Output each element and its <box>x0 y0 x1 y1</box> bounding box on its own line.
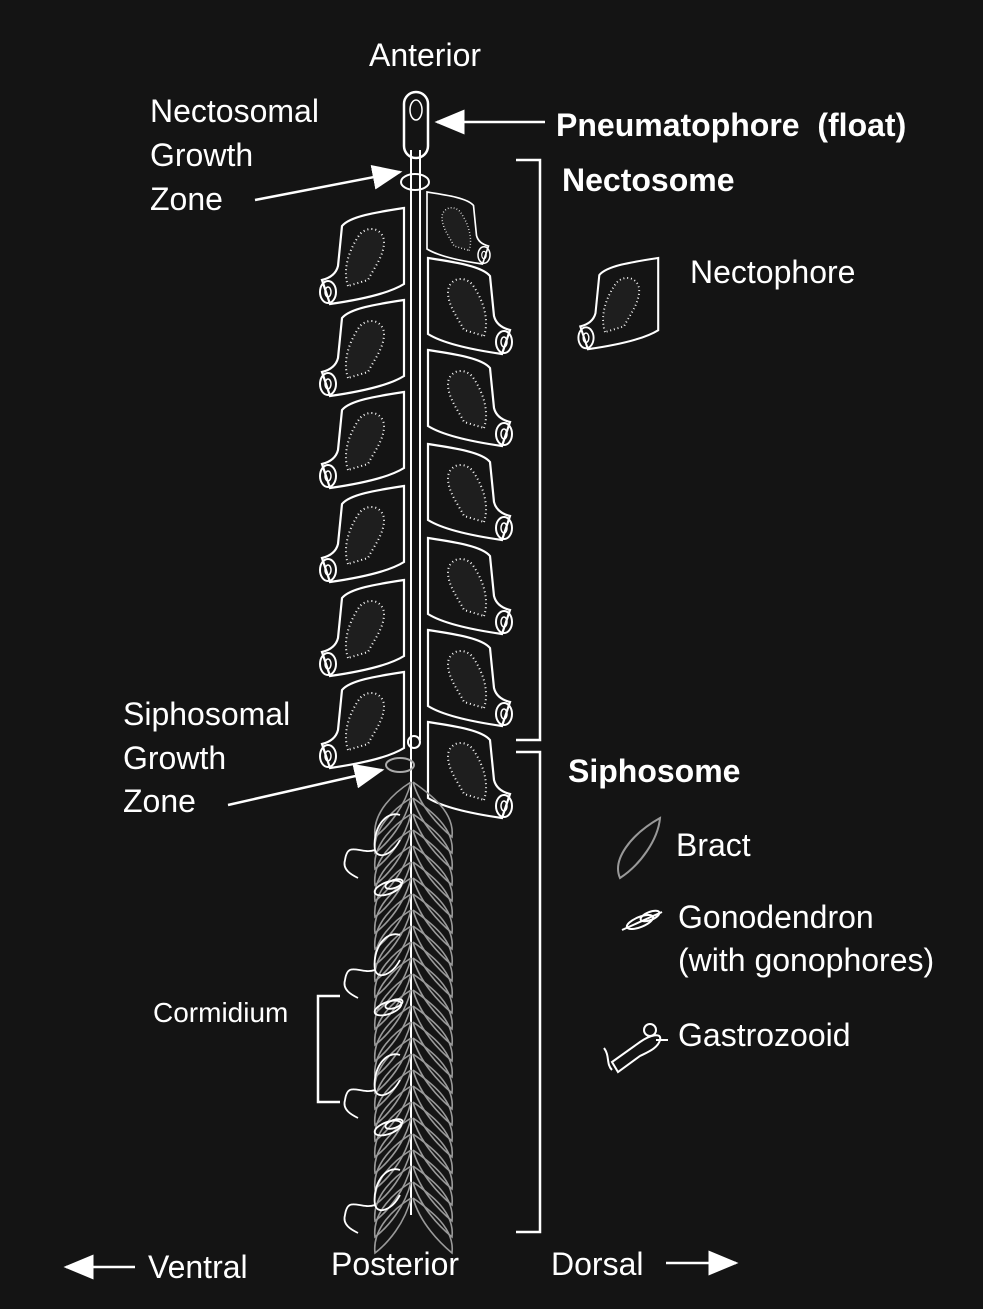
nectophore-icon <box>319 298 406 398</box>
siphosome-label: Siphosome <box>568 753 740 789</box>
siphosome-bracket <box>516 750 542 1234</box>
nectophore-icon <box>426 191 491 265</box>
gonodendron-label: Gonodendron <box>678 899 874 935</box>
gastrozooid-icon <box>343 1053 401 1119</box>
nectosome-label: Nectosome <box>562 162 735 198</box>
bract-icon <box>412 1181 453 1239</box>
ventral-label: Ventral <box>148 1249 248 1285</box>
bract-icon <box>412 973 453 1031</box>
bract-icon <box>412 845 453 903</box>
nectophore-icon <box>426 628 513 728</box>
bract-icon <box>412 861 453 919</box>
nectophore-icon <box>577 256 660 351</box>
bract-icon <box>412 1037 453 1095</box>
bract-icon <box>412 1117 453 1175</box>
nectosomal-zone-label-2: Growth <box>150 137 253 173</box>
bract-icon <box>412 1133 453 1191</box>
bract-icon <box>412 1085 453 1143</box>
bract-icon <box>412 1165 453 1223</box>
siphosome-group <box>343 781 453 1255</box>
bract-icon <box>412 925 453 983</box>
pneumatophore-icon <box>402 90 430 160</box>
bract-icon <box>412 1101 453 1159</box>
gonodendron-icon <box>373 878 404 897</box>
siphosomal-growth-zone-icon <box>385 735 421 773</box>
bract-icon <box>412 1021 453 1079</box>
nectophore-legend-icon <box>577 256 660 351</box>
bract-icon <box>412 877 453 935</box>
gastrozooid-legend-icon <box>603 1023 668 1074</box>
pneumatophore-label: Pneumatophore (float) <box>556 107 906 143</box>
nectophore-icon <box>426 442 513 542</box>
bract-icon <box>412 1069 453 1127</box>
nectophore-icon <box>319 206 406 306</box>
nectophore-icon <box>319 670 406 770</box>
siphosomal-zone-label-3: Zone <box>123 783 196 819</box>
bract-icon <box>412 1149 453 1207</box>
nectophore-icon <box>319 390 406 490</box>
gonodendron-legend-icon <box>621 909 663 931</box>
posterior-label: Posterior <box>331 1246 459 1282</box>
gastrozooid-icon <box>343 813 401 879</box>
bract-icon <box>412 957 453 1015</box>
bract-icon <box>412 1005 453 1063</box>
bract-legend-icon <box>617 816 662 880</box>
cormidium-bracket <box>316 994 340 1104</box>
nectosome-group <box>319 191 513 820</box>
nectophore-icon <box>319 578 406 678</box>
gonophores-label: (with gonophores) <box>678 942 934 978</box>
nectophore-icon <box>426 348 513 448</box>
gonodendron-icon <box>373 998 404 1017</box>
bract-icon <box>412 989 453 1047</box>
bract-icon <box>412 813 453 871</box>
nectosomal-growth-zone-icon <box>400 173 430 191</box>
bract-icon <box>412 1053 453 1111</box>
gastrozooid-icon <box>343 933 401 999</box>
gastrozooid-label: Gastrozooid <box>678 1017 851 1053</box>
cormidium-label: Cormidium <box>153 997 288 1028</box>
bract-icon <box>374 1197 412 1255</box>
nectosomal-zone-label-3: Zone <box>150 181 223 217</box>
stem <box>410 150 421 1215</box>
nectosome-bracket <box>516 158 542 742</box>
nectophore-icon <box>426 536 513 636</box>
nectosomal-zone-arrow <box>254 164 403 202</box>
bract-icon <box>412 797 453 855</box>
bract-icon <box>412 829 453 887</box>
nectophore-icon <box>319 484 406 584</box>
siphosomal-zone-label-1: Siphosomal <box>123 696 290 732</box>
nectophore-icon <box>426 256 513 356</box>
bract-icon <box>412 893 453 951</box>
bract-label: Bract <box>676 827 751 863</box>
bract-icon <box>412 781 453 839</box>
gonodendron-icon <box>373 1118 404 1137</box>
nectophore-label: Nectophore <box>690 254 855 290</box>
dorsal-label: Dorsal <box>551 1246 643 1282</box>
nectophore-icon <box>426 720 513 820</box>
bract-icon <box>412 1197 453 1255</box>
anterior-label: Anterior <box>369 37 481 73</box>
siphosomal-zone-label-2: Growth <box>123 740 226 776</box>
bract-icon <box>412 909 453 967</box>
nectosomal-zone-label-1: Nectosomal <box>150 93 319 129</box>
siphosomal-zone-arrow <box>227 763 385 807</box>
gastrozooid-icon <box>343 1168 401 1234</box>
bract-icon <box>412 941 453 999</box>
